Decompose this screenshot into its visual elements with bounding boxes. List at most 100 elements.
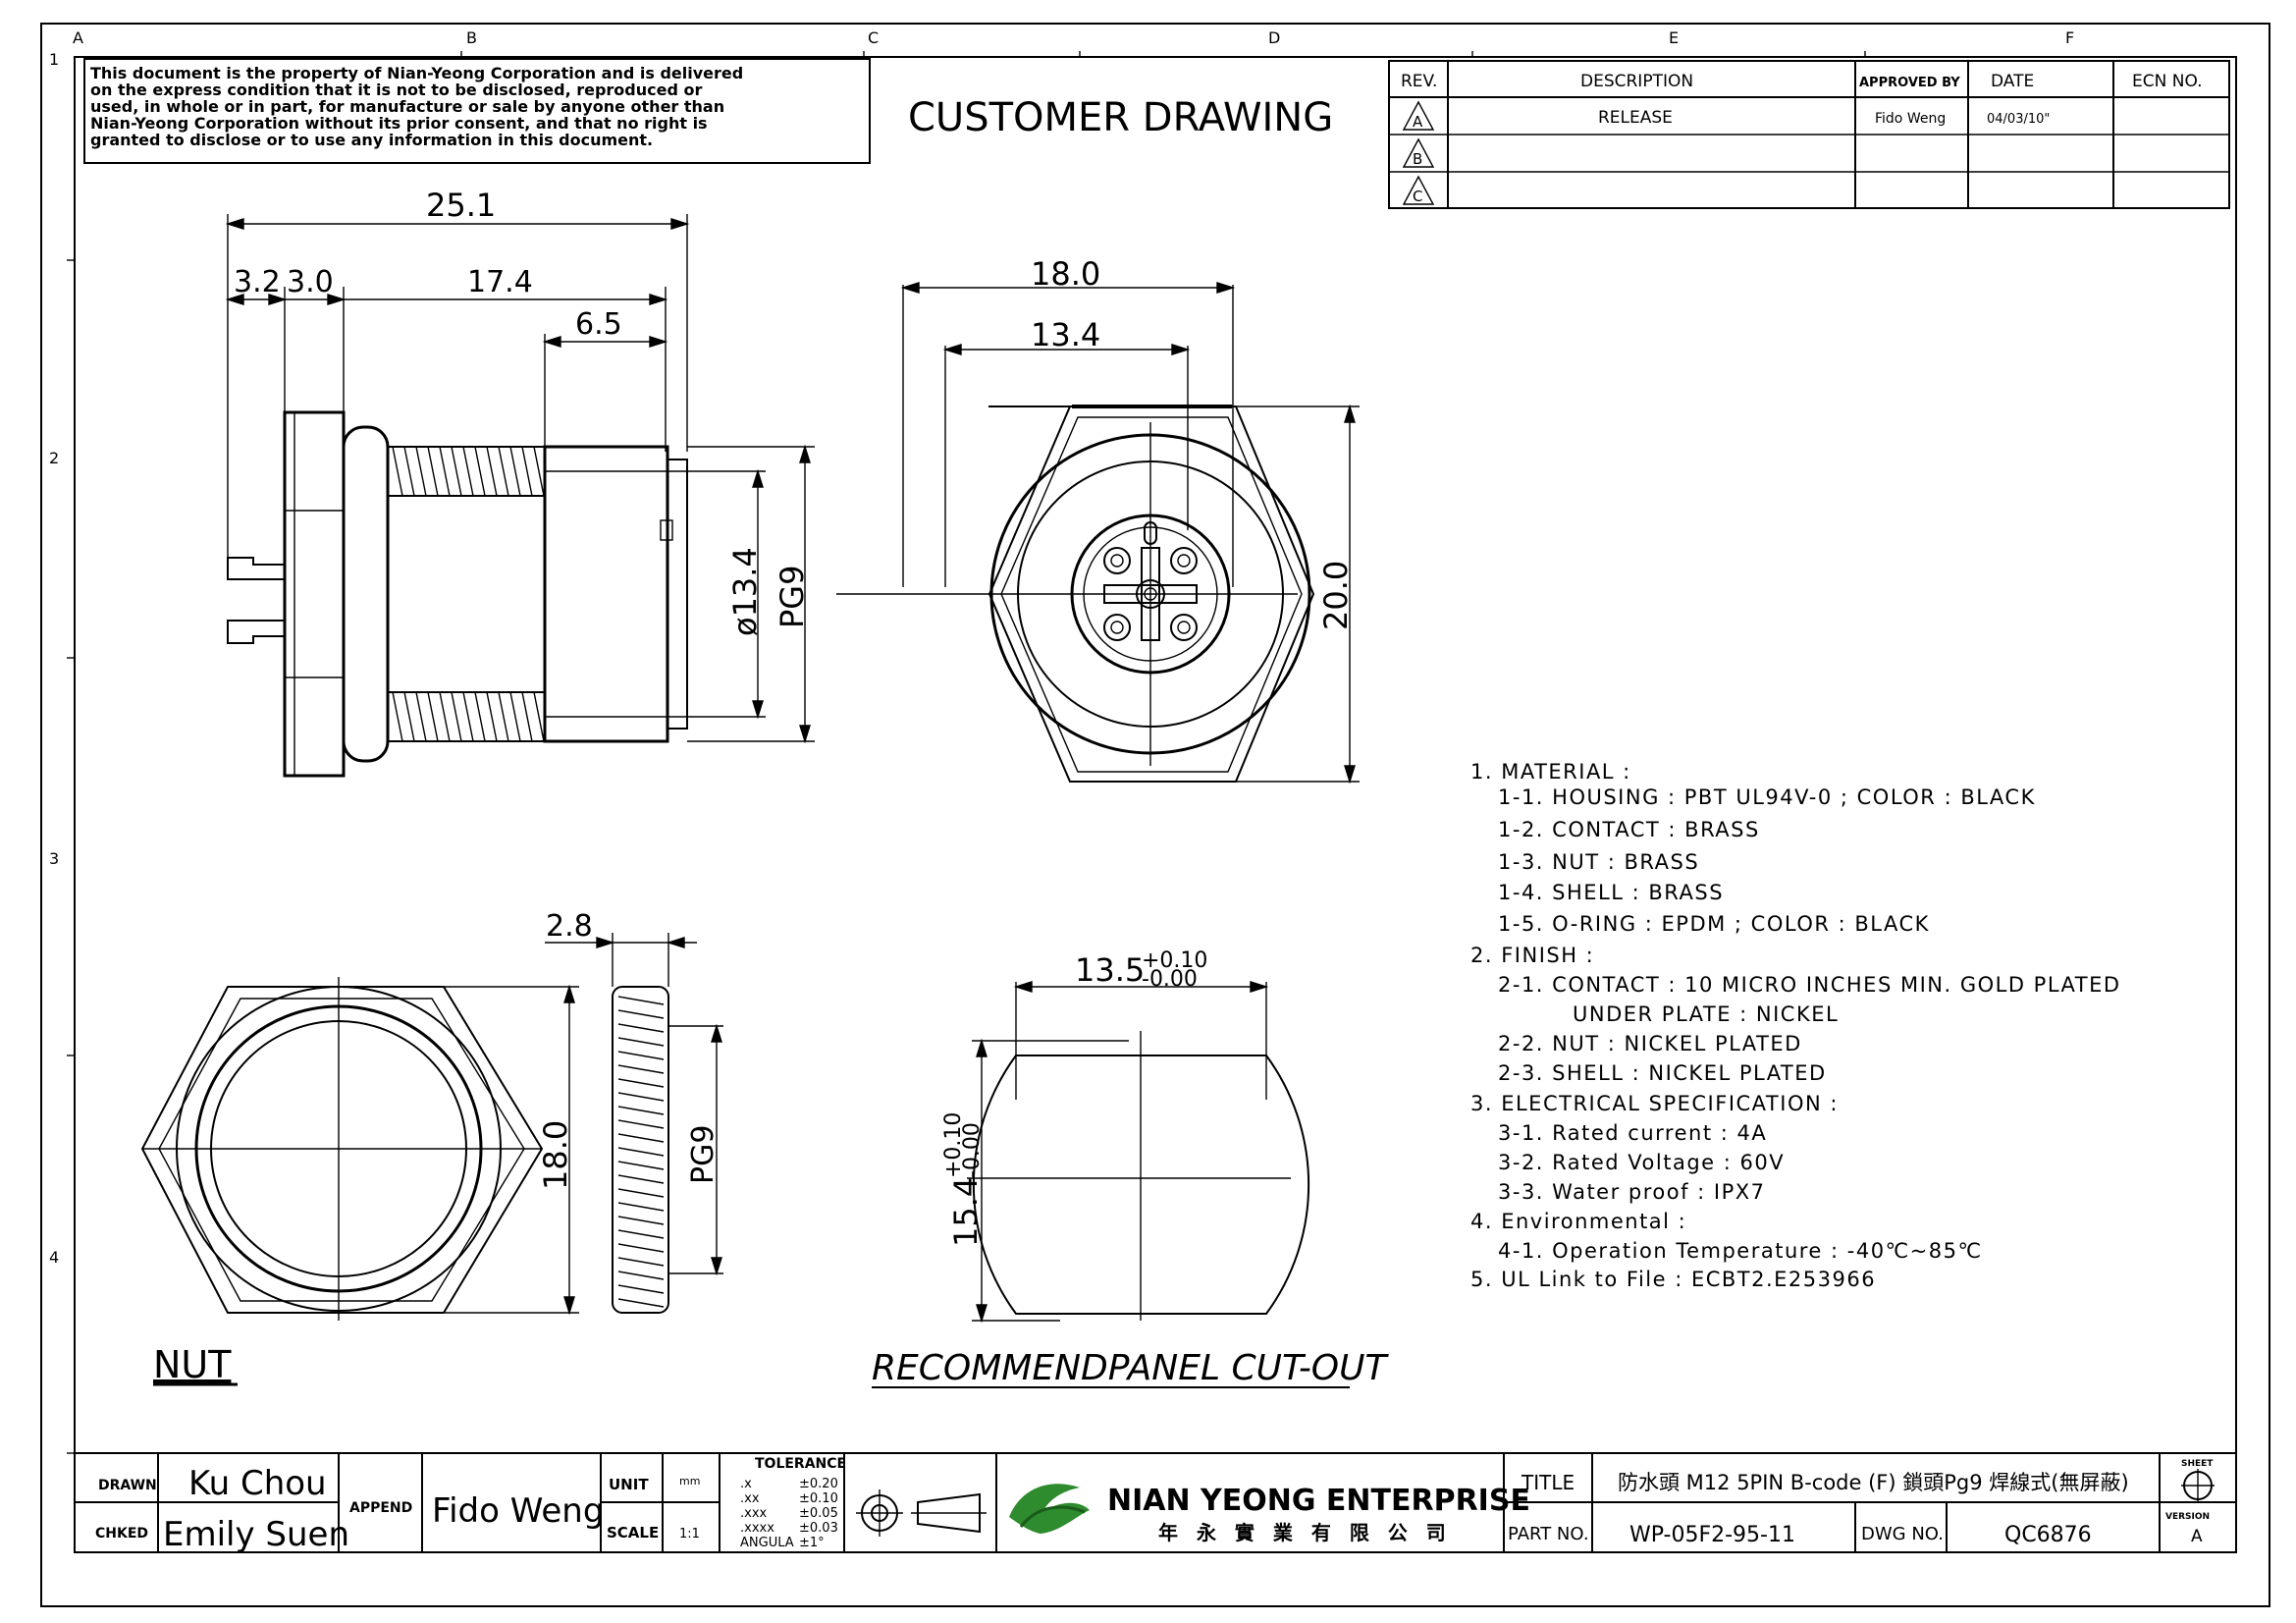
rev-c-mark: C — [1413, 188, 1422, 205]
note-1-2: 1-2. CONTACT : BRASS — [1498, 818, 1760, 841]
tolerance-rows: .x ±0.20 .xx ±0.10 .xxx ±0.05 .xxxx ±0.0… — [740, 1477, 838, 1550]
notice-text: This document is the property of Nian-Ye… — [90, 64, 743, 149]
note-2-1: 2-1. CONTACT : 10 MICRO INCHES MIN. GOLD… — [1498, 973, 2121, 997]
notice-line-1: This document is the property of Nian-Ye… — [90, 64, 743, 82]
dim-nut-thickness: 2.8 — [546, 909, 593, 944]
nut-side — [612, 986, 669, 1314]
tol-val-2: ±0.10 — [799, 1491, 838, 1506]
note-3-1: 3-1. Rated current : 4A — [1498, 1121, 1767, 1145]
dim-side-thread: PG9 — [774, 566, 811, 628]
version-label: VERSION — [2165, 1512, 2210, 1522]
notice-line-4: Nian-Yeong Corporation without its prior… — [90, 114, 708, 133]
front-pin-1 — [1103, 547, 1131, 574]
note-1-4: 1-4. SHELL : BRASS — [1498, 881, 1724, 904]
outer-frame — [40, 23, 2270, 1607]
dim-side-c: 17.4 — [467, 265, 533, 299]
rev-row-a: A RELEASE Fido Weng 04/03/10" — [1402, 100, 2050, 131]
dwgno-value: QC6876 — [2004, 1523, 2092, 1547]
zone-row-1: 1 — [49, 50, 59, 69]
notes: 1. MATERIAL : 1-1. HOUSING : PBT UL94V-0… — [1470, 760, 2121, 1291]
tol-key-1: .x — [740, 1477, 752, 1491]
rev-row-c: C — [1402, 175, 1435, 205]
scale-value: 1:1 — [679, 1527, 700, 1542]
dim-nut-flats: 18.0 — [537, 1120, 574, 1190]
append-value: Fido Weng — [432, 1491, 604, 1531]
dim-cut-width-tol-plus: +0.10 — [1142, 948, 1207, 973]
drawn-label: DRAWN — [98, 1478, 157, 1493]
unit-label: UNIT — [609, 1476, 649, 1493]
zone-row-4: 4 — [49, 1248, 59, 1267]
solder-tab-2 — [227, 620, 285, 644]
dim-front-height: 20.0 — [1317, 561, 1355, 630]
sheet-symbol-icon — [2181, 1469, 2215, 1502]
note-1: 1. MATERIAL : — [1470, 760, 1631, 784]
notice-line-5: granted to disclose or to use any inform… — [90, 131, 653, 149]
zone-ticks — [67, 51, 1866, 1454]
note-1-3: 1-3. NUT : BRASS — [1498, 850, 1699, 874]
note-4-1: 4-1. Operation Temperature : -40℃~85℃ — [1498, 1239, 1983, 1263]
dim-side-b: 3.0 — [287, 265, 334, 299]
rev-a-approved: Fido Weng — [1875, 111, 1946, 127]
tolerance-label: TOLERANCE — [755, 1456, 846, 1472]
note-2: 2. FINISH : — [1470, 944, 1594, 967]
note-1-1: 1-1. HOUSING : PBT UL94V-0 ; COLOR : BLA… — [1498, 785, 2036, 809]
solder-tab-1 — [227, 557, 285, 580]
dim-side-overall: 25.1 — [426, 187, 496, 224]
scale-label: SCALE — [607, 1524, 659, 1542]
nut-view: 18.0 PG9 2.8 NUT — [140, 909, 723, 1386]
notice-line-3: used, in whole or in part, for manufactu… — [90, 97, 724, 116]
rev-header-rev: REV. — [1401, 72, 1437, 91]
tol-val-3: ±0.05 — [799, 1506, 838, 1521]
rev-b-mark: B — [1413, 150, 1422, 168]
side-view: ø13.4 PG9 25.1 3.2 3.0 17.4 6.5 — [225, 187, 815, 778]
notice-box — [83, 58, 871, 164]
zone-row-2: 2 — [49, 449, 59, 467]
note-4: 4. Environmental : — [1470, 1210, 1686, 1233]
note-1-5: 1-5. O-RING : EPDM ; COLOR : BLACK — [1498, 912, 1930, 936]
dim-nut-thread: PG9 — [686, 1125, 721, 1184]
rev-header-ecn: ECN NO. — [2132, 72, 2203, 91]
tol-key-3: .xxx — [740, 1506, 768, 1521]
checked-label: CHKED — [95, 1526, 148, 1542]
dim-side-dia: ø13.4 — [726, 547, 764, 636]
dim-cut-width-tol-minus: -0.00 — [1142, 967, 1198, 992]
front-pin-2 — [1170, 547, 1198, 574]
zone-col-f: F — [2065, 28, 2074, 47]
drawing-title: CUSTOMER DRAWING — [908, 95, 1333, 140]
revision-table: REV. DESCRIPTION APPROVED BY DATE ECN NO… — [1388, 60, 2230, 209]
note-3-3: 3-3. Water proof : IPX7 — [1498, 1180, 1766, 1204]
tol-key-4: .xxxx — [740, 1521, 774, 1536]
side-thread — [387, 446, 546, 742]
notice-line-2: on the express condition that it is not … — [90, 81, 702, 99]
company-name-zh: 年 永 實 業 有 限 公 司 — [1158, 1521, 1452, 1544]
dim-cut-height-tol-minus: -0.00 — [960, 1122, 985, 1178]
rev-a-date: 04/03/10" — [1987, 112, 2050, 127]
tol-key-2: .xx — [740, 1491, 760, 1506]
version-value: A — [2191, 1527, 2203, 1546]
note-2-2: 2-2. NUT : NICKEL PLATED — [1498, 1032, 1802, 1055]
checked-value: Emily Suen — [163, 1515, 349, 1554]
zone-labels: A B C D E F 1 2 3 4 — [49, 28, 2074, 1267]
side-face — [667, 459, 688, 730]
sheet-label: SHEET — [2181, 1459, 2214, 1469]
dim-side-d: 6.5 — [575, 307, 622, 342]
cutout-view: 13.5 +0.10 -0.00 15.4 +0.10 -0.00 RECOMM… — [872, 948, 1389, 1388]
label-cutout: RECOMMENDPANEL CUT-OUT — [872, 1348, 1389, 1388]
zone-col-d: D — [1268, 28, 1280, 47]
dim-cut-height: 15.4 — [947, 1177, 985, 1247]
note-2-3: 2-3. SHELL : NICKEL PLATED — [1498, 1061, 1827, 1085]
title-label: TITLE — [1521, 1471, 1575, 1494]
title-value: 防水頭 M12 5PIN B-code (F) 鎖頭Pg9 焊線式(無屏蔽) — [1618, 1471, 2129, 1494]
zone-col-b: B — [466, 28, 477, 47]
tol-key-5: ANGULA — [740, 1536, 794, 1550]
front-hexagon: 18.0 13.4 20.0 — [836, 255, 1360, 784]
rev-row-b: B — [1402, 137, 1435, 168]
partno-label: PART NO. — [1508, 1524, 1589, 1544]
rev-header-description: DESCRIPTION — [1580, 72, 1693, 91]
rev-header-date: DATE — [1991, 72, 2034, 91]
zone-col-a: A — [73, 28, 83, 47]
dim-side-a: 3.2 — [234, 265, 281, 299]
tol-val-1: ±0.20 — [799, 1477, 838, 1491]
side-flange — [283, 410, 346, 778]
